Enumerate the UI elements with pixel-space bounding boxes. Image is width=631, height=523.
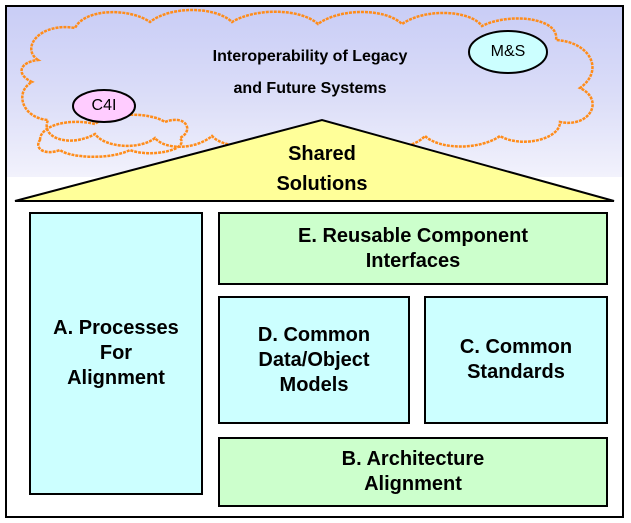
ms-bubble-shape xyxy=(468,30,548,74)
block-c-line1: C. Common xyxy=(459,336,573,358)
cloud-title-line2: and Future Systems xyxy=(233,80,387,97)
block-e-line1: E. Reusable Component xyxy=(297,224,529,247)
block-e-reusable-component-interfaces: E. Reusable Component Interfaces xyxy=(218,212,608,285)
block-a-line1: A. Processes xyxy=(53,317,179,339)
cloud-title-line1: Interoperability of Legacy xyxy=(212,48,408,65)
c4i-bubble-shape xyxy=(72,89,136,123)
roof-triangle xyxy=(14,118,615,202)
block-b-line2: Alignment xyxy=(364,473,462,495)
block-a-line2: For xyxy=(99,342,133,364)
block-a-line3: Alignment xyxy=(67,367,165,389)
c4i-bubble-label: C4I xyxy=(91,97,117,114)
block-a-processes-for-alignment: A. Processes For Alignment xyxy=(29,212,203,495)
block-d-line1: D. Common xyxy=(257,323,371,346)
block-e-line2: Interfaces xyxy=(365,249,461,272)
roof-label-line1: Shared xyxy=(288,143,356,165)
roof-label-line2: Solutions xyxy=(276,173,368,195)
block-d-common-data-object-models: D. Common Data/Object Models xyxy=(218,296,410,424)
block-b-architecture-alignment: B. Architecture Alignment xyxy=(218,437,608,507)
block-d-line3: Models xyxy=(279,373,349,396)
block-c-line2: Standards xyxy=(467,361,565,383)
ms-bubble-label: M&S xyxy=(490,43,526,60)
block-b-line1: B. Architecture xyxy=(341,448,485,470)
cloud-outline-lower xyxy=(37,113,189,158)
block-d-line2: Data/Object xyxy=(258,348,370,371)
cloud-outline xyxy=(20,8,594,150)
block-c-common-standards: C. Common Standards xyxy=(424,296,608,424)
